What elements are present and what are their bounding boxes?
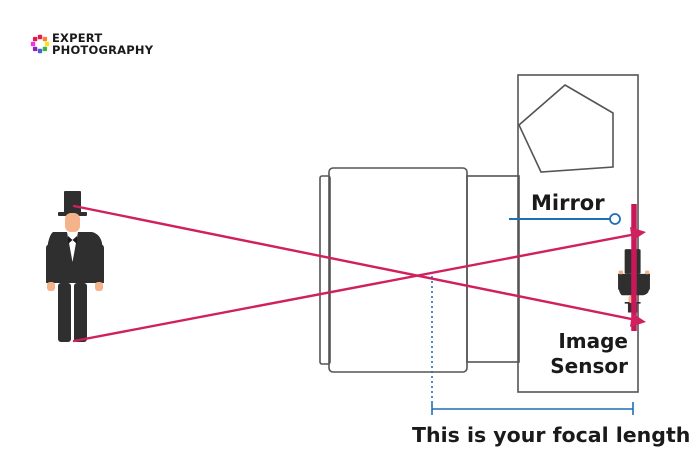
- logo-dot: [30, 41, 36, 47]
- logo-wordmark: EXPERT PHOTOGRAPHY: [52, 32, 153, 56]
- subject-person-icon: [46, 191, 104, 342]
- image-sensor-label: Image Sensor: [550, 329, 628, 379]
- logo-dot: [42, 36, 48, 42]
- logo-dot: [42, 46, 48, 52]
- lens-ring: [319, 175, 331, 365]
- logo-line-2: PHOTOGRAPHY: [52, 43, 154, 57]
- arrow-head-top-icon: [630, 313, 646, 327]
- light-rays: [72, 204, 646, 343]
- logo-icon: [30, 34, 50, 54]
- image-sensor-label-line-1: Image: [558, 329, 628, 353]
- mirror: [509, 213, 621, 225]
- light-ray-bottom: [72, 232, 638, 343]
- mirror-label: Mirror: [531, 191, 605, 215]
- logo-dot: [37, 34, 43, 40]
- logo-line-1: EXPERT: [52, 31, 103, 45]
- logo-dot: [32, 46, 38, 52]
- pentaprism-icon: [518, 84, 614, 173]
- mirror-pivot-icon: [609, 213, 621, 225]
- logo-dot: [32, 36, 38, 42]
- logo-dot: [44, 41, 50, 47]
- focal-length-marker: [431, 276, 634, 415]
- image-sensor-label-line-2: Sensor: [550, 354, 628, 378]
- light-ray-top: [72, 204, 638, 322]
- arrow-head-bottom-icon: [630, 227, 646, 241]
- lens-mount: [466, 175, 520, 363]
- focal-length-label: This is your focal length: [412, 423, 691, 447]
- logo-dot: [37, 48, 43, 54]
